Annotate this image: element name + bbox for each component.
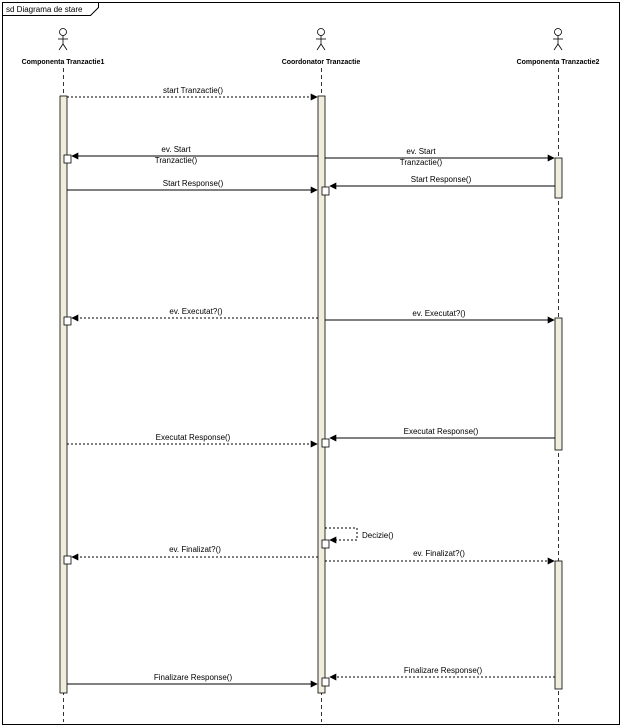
message-m2: ev. Start Tranzactie(): [71, 145, 318, 165]
message-m10: Decizie(): [325, 527, 394, 544]
message-m9: Executat Response(): [329, 427, 555, 442]
message-label: Executat Response(): [156, 433, 231, 442]
activation-box: [321, 438, 330, 448]
message-label: Tranzactie(): [155, 156, 198, 165]
message-m11: ev. Finalizat?(): [71, 545, 318, 561]
actor-name: Componenta Tranzactie1: [22, 59, 105, 66]
actor-icon: [58, 28, 68, 51]
activation-bar-coordonator: [317, 95, 326, 694]
message-m12: ev. Finalizat?(): [325, 549, 555, 565]
message-label: Decizie(): [362, 531, 394, 540]
frame-title: sd Diagrama de stare: [6, 5, 83, 14]
message-label: ev. Finalizat?(): [413, 549, 465, 558]
message-arrow: [325, 527, 358, 544]
message-label: ev. Executat?(): [412, 309, 466, 318]
activation-box: [321, 677, 330, 687]
activation-bar-tranzactie1: [59, 95, 68, 694]
activation-bar-tranzactie2: [554, 157, 563, 199]
activation-bar-tranzactie2: [554, 560, 563, 690]
activation-box: [321, 539, 330, 549]
message-label: Executat Response(): [404, 427, 479, 436]
activation-box: [63, 154, 72, 164]
message-m5: Start Response(): [329, 175, 555, 190]
frame-title-tab: [2, 2, 99, 16]
message-label: Finalizare Response(): [404, 666, 483, 675]
activation-bar-tranzactie2: [554, 317, 563, 451]
message-m8: Executat Response(): [67, 433, 318, 448]
message-m14: Finalizare Response(): [329, 666, 555, 681]
message-label: Start Response(): [163, 179, 224, 188]
actor-name: Coordonator Tranzactie: [282, 59, 361, 66]
activation-box: [63, 316, 72, 326]
actor-name: Componenta Tranzactie2: [517, 59, 600, 66]
actor-icon: [553, 28, 563, 51]
message-label: ev. Finalizat?(): [169, 545, 221, 554]
message-m3: ev. Start Tranzactie(): [325, 147, 555, 167]
message-m1: start Tranzactie(): [67, 86, 318, 101]
message-label: ev. Start: [161, 145, 191, 154]
message-label: Start Response(): [411, 175, 472, 184]
message-m7: ev. Executat?(): [325, 309, 555, 324]
message-m6: ev. Executat?(): [71, 307, 318, 322]
actor-icon: [316, 28, 326, 51]
message-label: ev. Start: [406, 147, 436, 156]
message-label: start Tranzactie(): [163, 86, 223, 95]
activation-box: [63, 555, 72, 565]
message-label: ev. Executat?(): [169, 307, 223, 316]
activation-box: [321, 186, 330, 196]
message-m4: Start Response(): [67, 179, 318, 194]
message-label: Finalizare Response(): [154, 673, 233, 682]
message-m13: Finalizare Response(): [67, 673, 318, 688]
message-label: Tranzactie(): [400, 158, 443, 167]
